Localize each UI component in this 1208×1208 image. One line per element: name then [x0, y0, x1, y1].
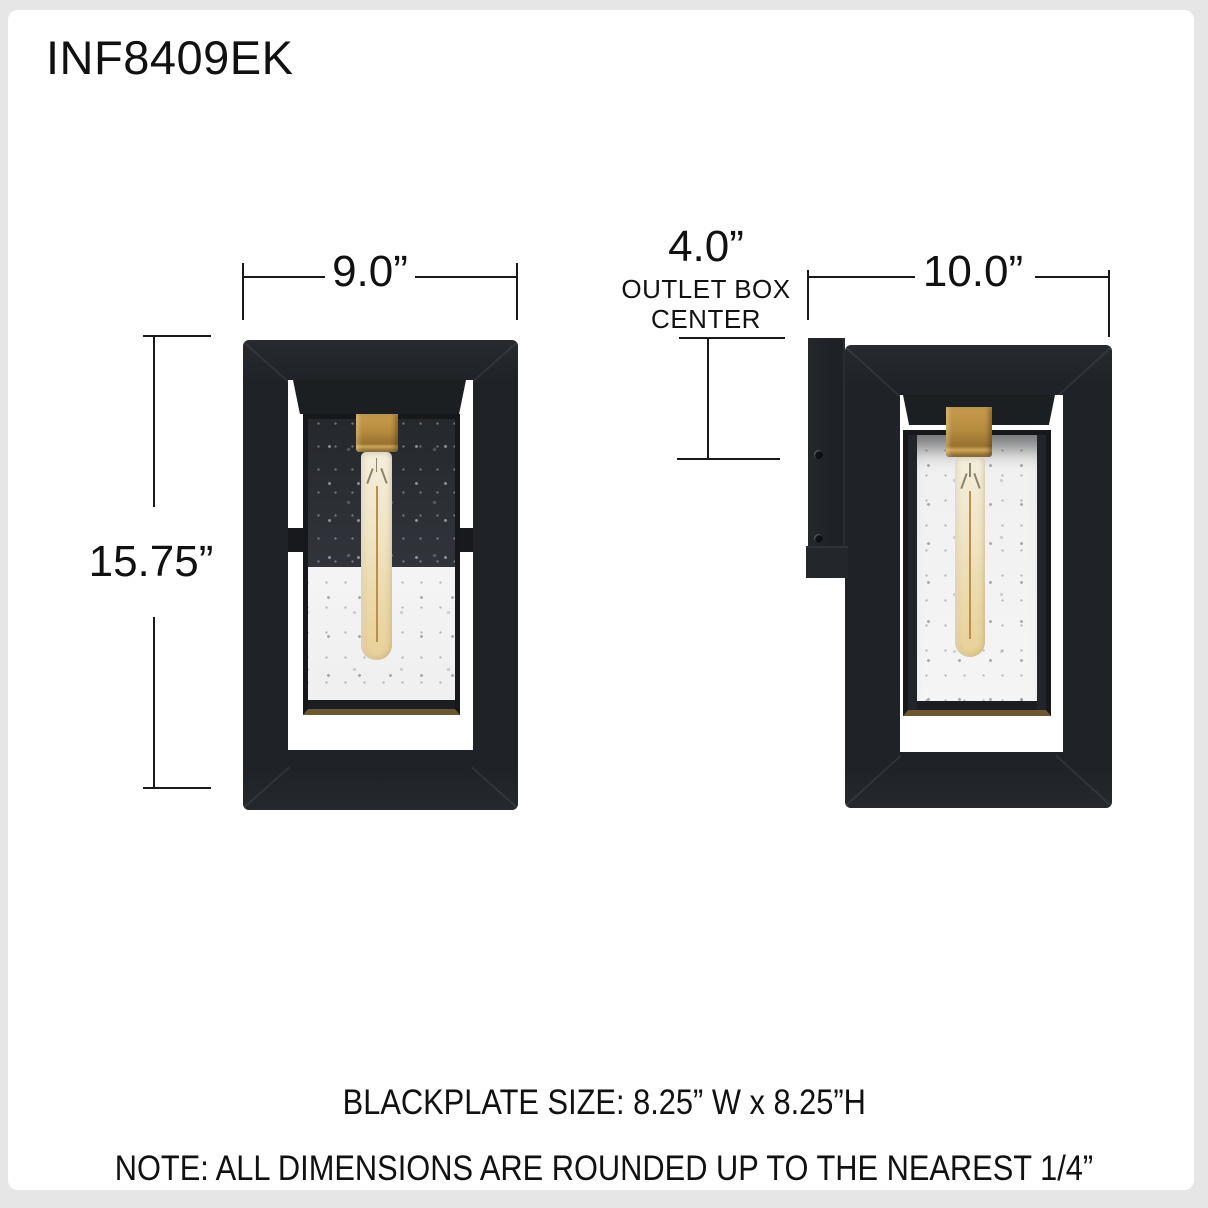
dim-outlet-label: 4.0” — [668, 222, 744, 271]
front-frame-miter-br — [471, 766, 518, 808]
side-frame-miter-br — [1055, 754, 1112, 806]
dim-side-width-line-left — [808, 276, 915, 278]
side-wall-mount-plate — [808, 338, 845, 578]
dim-height-line-bottom — [153, 617, 155, 788]
front-bulb-wire-right — [379, 468, 387, 484]
rounding-note: NOTE: ALL DIMENSIONS ARE ROUNDED UP TO T… — [0, 1149, 1208, 1189]
backplate-size-note: BLACKPLATE SIZE: 8.25” W x 8.25”H — [0, 1083, 1208, 1123]
side-filament-bulb — [955, 457, 985, 657]
dim-outlet-line — [707, 337, 709, 459]
front-view-fixture — [243, 340, 518, 810]
side-frame-miter-tl — [845, 347, 902, 399]
page-title: INF8409EK — [46, 31, 294, 84]
dim-side-width-tick-right — [1108, 270, 1110, 337]
dim-side-width-label: 10.0” — [922, 247, 1024, 296]
front-frame-miter-tr — [471, 342, 518, 384]
side-frame-miter-tr — [1055, 347, 1112, 399]
front-frame-miter-tl — [243, 342, 290, 384]
front-filament-bulb — [361, 452, 392, 660]
dim-front-width-tick-left — [242, 263, 244, 320]
dim-side-width-tick-left — [807, 270, 809, 320]
front-bulb-filament — [375, 486, 378, 642]
rounding-note-text: NOTE: ALL DIMENSIONS ARE ROUNDED UP TO T… — [114, 1149, 1094, 1188]
front-bulb-wire-left — [366, 468, 374, 484]
mount-screw-top — [814, 450, 823, 459]
side-mount-bracket-foot — [806, 546, 848, 578]
dim-front-width-label: 9.0” — [332, 247, 408, 296]
front-bulb-socket — [356, 414, 398, 452]
dim-front-width-line-right — [415, 276, 518, 278]
side-bulb-wire-right — [972, 473, 980, 489]
side-bulb-socket — [946, 407, 992, 457]
front-bulb-stem — [375, 458, 377, 472]
dim-height-line-top — [153, 335, 155, 507]
front-lantern-roof — [293, 380, 466, 414]
dim-outlet-tick-top — [679, 337, 785, 339]
dim-outlet-sublabel-1: OUTLET BOX — [621, 274, 791, 304]
side-bulb-stem — [969, 463, 971, 477]
dim-height-tick-top — [143, 335, 211, 337]
side-frame-miter-bl — [845, 754, 902, 806]
dim-height-tick-bottom — [143, 787, 211, 789]
side-bulb-filament — [969, 491, 971, 639]
dim-outlet-tick-bottom — [677, 458, 780, 460]
dim-front-width-line-left — [243, 276, 325, 278]
dim-side-width-line-right — [1035, 276, 1110, 278]
dim-front-width-tick-right — [516, 263, 518, 320]
side-bulb-wire-left — [960, 473, 968, 489]
dim-outlet-sublabel-2: CENTER — [651, 304, 761, 334]
mount-screw-bottom — [814, 534, 823, 543]
front-frame-miter-bl — [243, 766, 290, 808]
dim-height-label: 15.75” — [88, 537, 214, 586]
backplate-size-text: BLACKPLATE SIZE: 8.25” W x 8.25”H — [342, 1083, 866, 1122]
side-view-fixture — [845, 345, 1112, 808]
